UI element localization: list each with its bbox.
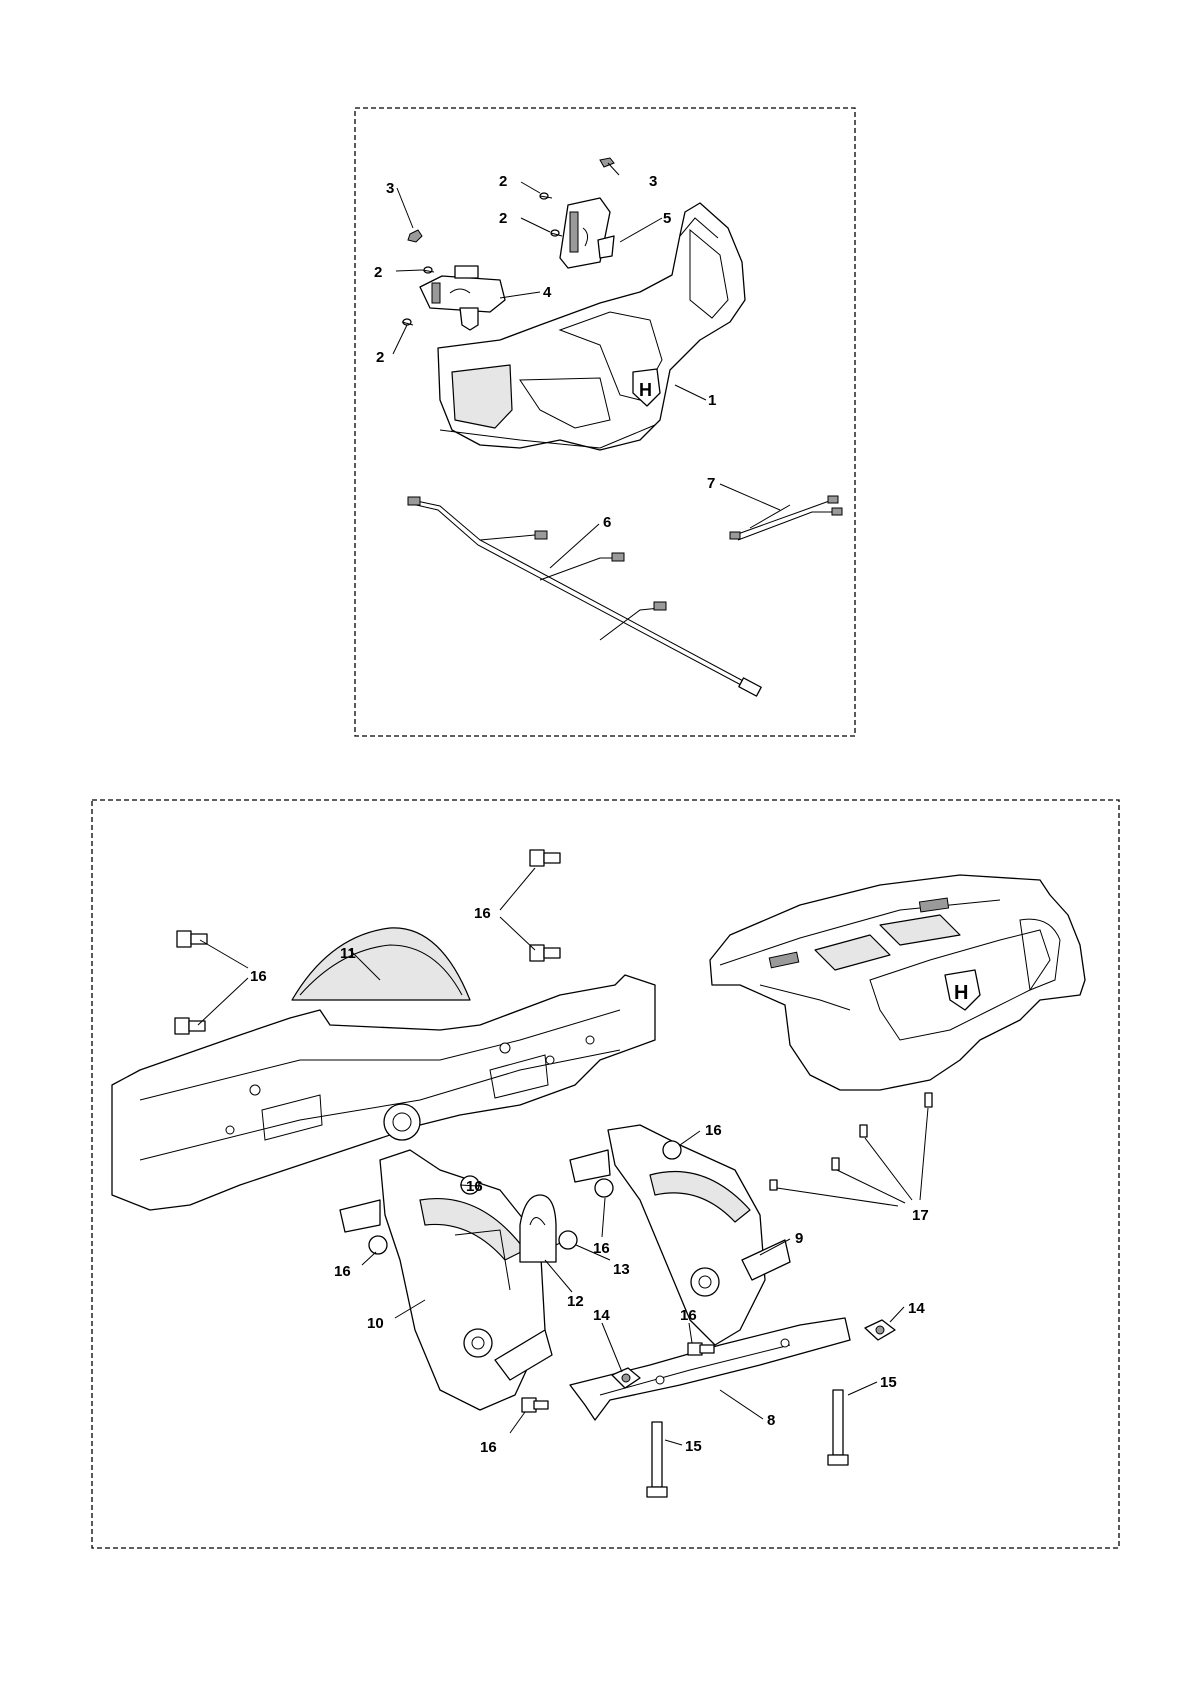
part-16-flange-bolts: [174, 849, 715, 1413]
part-14-clip-nuts: [611, 1319, 896, 1389]
callout-12: 12: [567, 1293, 584, 1310]
callout-16-b: 16: [250, 968, 267, 985]
callout-16-a: 16: [474, 905, 491, 922]
callout-3-b: 3: [649, 173, 657, 190]
bottom-callouts: 16 16 11 16 16 16 16 13 12 9 10 14 16 14…: [250, 905, 929, 1456]
part-3-clips: [407, 157, 615, 243]
callout-15-a: 15: [880, 1374, 897, 1391]
callout-4: 4: [543, 284, 552, 301]
part-7-jumper-harness: [729, 495, 843, 541]
part-1-dashboard-cover: H: [437, 202, 746, 451]
bottom-group-frame: [91, 799, 1120, 1549]
part-2-screws: [401, 192, 563, 326]
callout-16-c: 16: [705, 1122, 722, 1139]
callout-2-a: 2: [499, 173, 507, 190]
callout-14-a: 14: [593, 1307, 610, 1324]
hood-cover: H: [709, 874, 1086, 1091]
part-13-ball-knob: [555, 1230, 578, 1250]
part-17-small-screws: [769, 1092, 933, 1191]
part-15-long-bolts: [646, 1389, 849, 1498]
part-9-lift-bracket-right: [569, 1124, 791, 1346]
callout-16-e: 16: [593, 1240, 610, 1257]
top-group-frame: [354, 107, 856, 737]
part-10-lift-bracket-left: [339, 1149, 553, 1411]
callout-7: 7: [707, 475, 715, 492]
top-callouts: 2 3 3 2 5 2 4 2 1 7 6: [374, 173, 716, 531]
top-leaders: [392, 162, 781, 569]
callout-15-b: 15: [685, 1438, 702, 1455]
callout-1: 1: [708, 392, 716, 409]
callout-10: 10: [367, 1315, 384, 1332]
part-6-wire-harness: [407, 496, 762, 697]
callout-2-d: 2: [376, 349, 384, 366]
logo-letter: H: [639, 380, 652, 400]
callout-11: 11: [340, 945, 356, 962]
callout-14-b: 14: [908, 1300, 925, 1317]
callout-2-b: 2: [499, 210, 507, 227]
part-12-clamp: [519, 1194, 557, 1263]
callout-8: 8: [767, 1412, 775, 1429]
callout-9: 9: [795, 1230, 803, 1247]
part-11-mounting-plate: [111, 927, 656, 1211]
callout-16-f: 16: [334, 1263, 351, 1280]
callout-17: 17: [912, 1207, 929, 1224]
bottom-leaders: [197, 867, 929, 1446]
callout-6: 6: [603, 514, 611, 531]
callout-5: 5: [663, 210, 671, 227]
callout-3-a: 3: [386, 180, 394, 197]
callout-13: 13: [613, 1261, 630, 1278]
part-4-switch-bracket: [419, 265, 506, 331]
callout-16-h: 16: [480, 1439, 497, 1456]
part-5-switch-bracket: [559, 197, 615, 269]
callout-16-d: 16: [466, 1178, 483, 1195]
callout-16-g: 16: [680, 1307, 697, 1324]
hood-logo-letter: H: [954, 982, 968, 1004]
callout-2-c: 2: [374, 264, 382, 281]
